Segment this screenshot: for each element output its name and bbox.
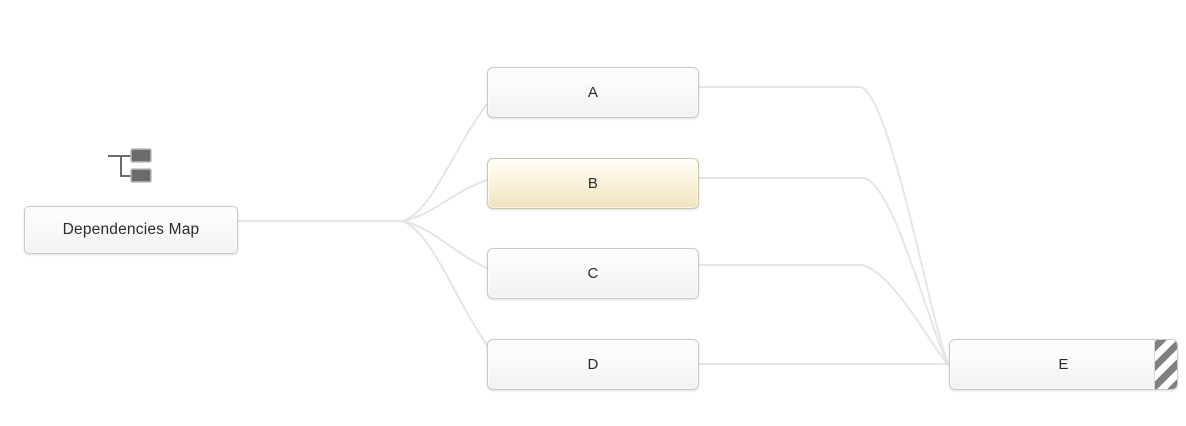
node-dependencies-map[interactable]: Dependencies Map	[24, 206, 238, 254]
edge-root-to-b	[401, 179, 488, 222]
edge-b-to-e	[698, 177, 949, 365]
edge-root-to-d	[401, 220, 488, 346]
edge-root-to-c	[401, 220, 488, 269]
edge-c-to-e	[698, 264, 949, 366]
node-label: Dependencies Map	[62, 221, 200, 239]
striped-edge-indicator	[1154, 340, 1177, 389]
node-d[interactable]: D	[487, 339, 699, 390]
node-label: B	[587, 175, 599, 192]
node-c[interactable]: C	[487, 248, 699, 299]
node-b[interactable]: B	[487, 158, 699, 209]
node-label: D	[587, 356, 599, 373]
edge-root-to-a	[401, 103, 488, 222]
node-label: A	[587, 84, 599, 101]
node-e[interactable]: E	[949, 339, 1178, 390]
edge-a-to-e	[698, 86, 949, 364]
node-label: E	[1058, 356, 1069, 373]
node-a[interactable]: A	[487, 67, 699, 118]
hierarchy-icon	[108, 148, 152, 183]
node-label: C	[587, 265, 599, 282]
